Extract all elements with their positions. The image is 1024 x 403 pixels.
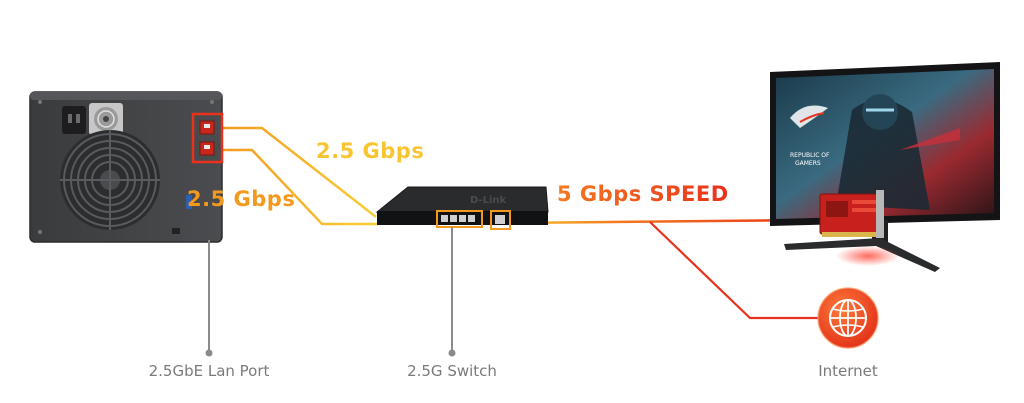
monitor-screen-text-2: GAMERS [795, 160, 821, 167]
network-card [819, 190, 884, 238]
to-internet-line [649, 221, 820, 320]
internet-globe-icon [817, 287, 879, 349]
monitor-stand-base [784, 238, 940, 272]
nas-callout-dot [205, 349, 213, 357]
nas-port2-to-switch-line [222, 148, 378, 226]
caption-nas-port: 2.5GbE Lan Port [149, 362, 270, 380]
gaming-monitor: REPUBLIC OF GAMERS [770, 62, 1000, 272]
nas-lan-port-highlight [191, 112, 224, 164]
network-switch: D-Link [375, 186, 549, 230]
caption-internet: Internet [818, 362, 878, 380]
rog-logo-icon [790, 105, 828, 128]
nas-device [29, 91, 224, 243]
nas-top-edge [30, 92, 222, 100]
main-fan [60, 130, 160, 230]
caption-switch: 2.5G Switch [407, 362, 497, 380]
speed-label-pc: 5 Gbps SPEED [557, 182, 729, 206]
speed-label-top: 2.5 Gbps [316, 139, 424, 163]
switch-uplink-highlight [490, 210, 511, 230]
switch-callout-dot [448, 349, 456, 357]
switch-port-highlight [436, 210, 483, 228]
svg-text:D-Link: D-Link [470, 195, 507, 206]
monitor-screen-text-1: REPUBLIC OF [790, 152, 830, 159]
stand-glow [836, 246, 900, 266]
power-socket [62, 106, 86, 134]
nas-port1-to-switch-line [222, 126, 377, 218]
connection-lines [222, 126, 820, 320]
speed-label-bottom: 2.5 Gbps [187, 187, 295, 211]
switch-top [375, 186, 549, 213]
switch-to-pc-line [510, 218, 819, 225]
